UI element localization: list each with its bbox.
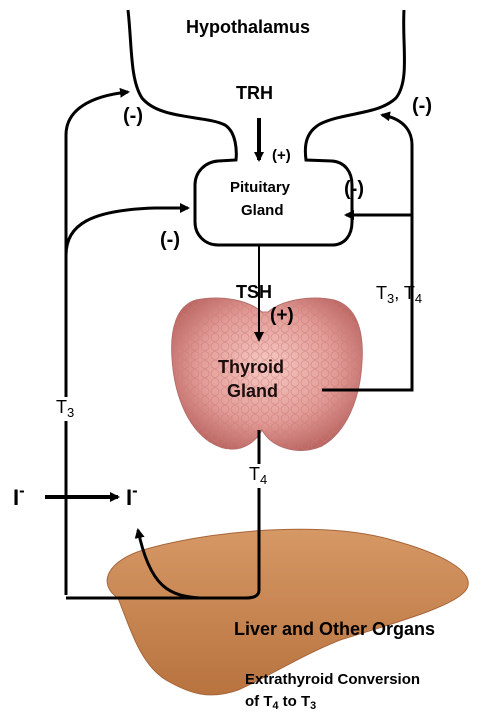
- inhibition-sign-pituitary-right: (-): [344, 179, 364, 199]
- conversion-label-line2: of T4 to T3: [245, 694, 316, 712]
- t4-label: T4: [247, 464, 269, 488]
- tsh-label: TSH: [236, 283, 272, 301]
- t3-t4-label: T3, T4: [376, 284, 422, 306]
- liver-label: Liver and Other Organs: [234, 620, 435, 638]
- tsh-stimulation-sign: (+): [270, 306, 294, 325]
- iodide-source-label: I-: [13, 483, 25, 509]
- iodide-target-label: I-: [126, 483, 138, 509]
- conversion-label-line1: Extrathyroid Conversion: [245, 672, 420, 687]
- thyroid-label-line1: Thyroid: [218, 358, 284, 376]
- pituitary-label-line1: Pituitary: [230, 180, 290, 195]
- inhibition-sign-hypothalamus-right: (-): [412, 96, 432, 116]
- thyroid-label-line2: Gland: [227, 382, 278, 400]
- pituitary-label-line2: Gland: [241, 203, 284, 218]
- t3-label: T3: [54, 397, 76, 421]
- trh-label: TRH: [236, 84, 273, 102]
- inhibition-sign-pituitary-left: (-): [160, 230, 180, 250]
- inhibition-sign-hypothalamus-left: (-): [123, 106, 143, 126]
- hypothalamus-label: Hypothalamus: [186, 18, 310, 36]
- trh-stimulation-sign: (+): [272, 148, 291, 163]
